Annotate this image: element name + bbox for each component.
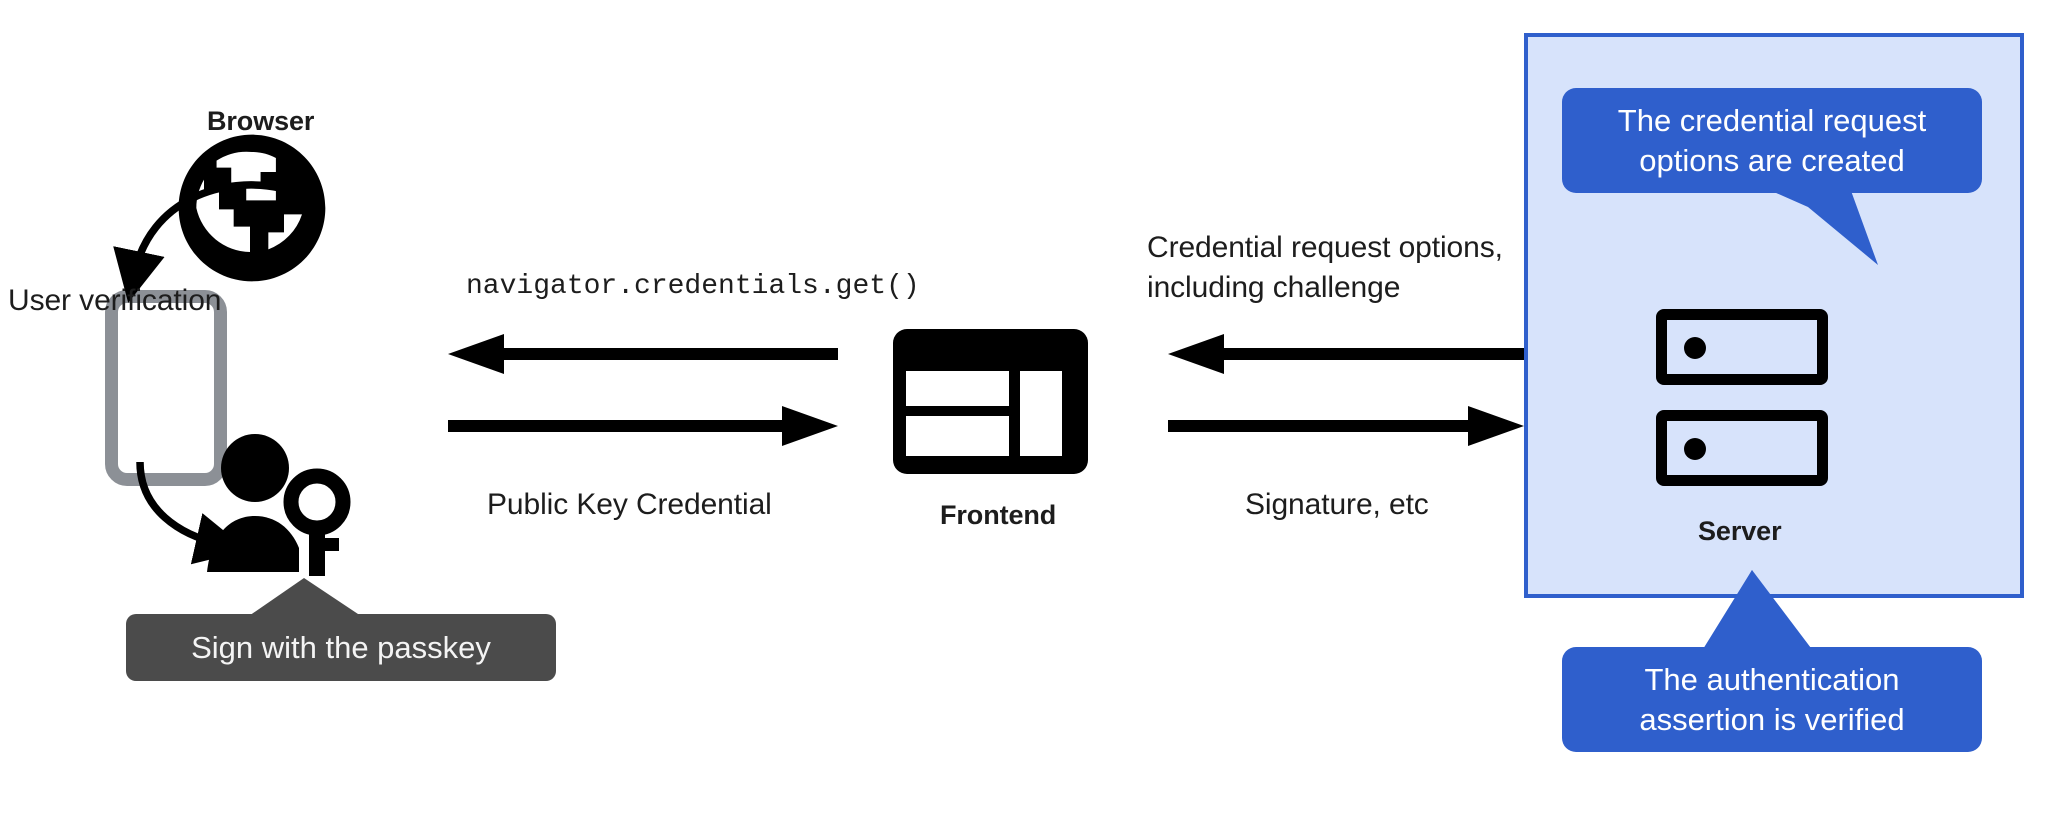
arrow-frontend-to-browser bbox=[448, 334, 838, 374]
person-with-key-icon bbox=[207, 434, 351, 576]
frontend-label: Frontend bbox=[940, 500, 1057, 530]
browser-to-phone-arrow bbox=[113, 181, 281, 303]
user-verification-label: User verification bbox=[8, 284, 222, 317]
browser-label: Browser bbox=[207, 106, 315, 136]
flow-label-navigator-credentials-get: navigator.credentials.get() bbox=[466, 271, 920, 302]
arrow-server-to-frontend bbox=[1168, 334, 1524, 374]
server-callout-bottom-text: The authentication assertion is verified bbox=[1639, 661, 1905, 737]
passkey-tooltip-tail bbox=[246, 578, 364, 618]
flow-label-public-key-credential: Public Key Credential bbox=[487, 488, 772, 521]
server-callout-top-text: The credential request options are creat… bbox=[1617, 102, 1927, 178]
arrow-browser-to-frontend bbox=[448, 406, 838, 446]
globe-icon bbox=[178, 134, 326, 282]
browser-window-layout-icon bbox=[893, 329, 1088, 474]
server-callout-top: The credential request options are creat… bbox=[1562, 88, 1982, 193]
phone-to-user-arrow bbox=[136, 461, 248, 565]
passkey-tooltip-text: Sign with the passkey bbox=[191, 629, 491, 665]
server-callout-bottom-tail bbox=[1700, 570, 1890, 660]
flow-label-signature-etc: Signature, etc bbox=[1245, 488, 1429, 521]
server-rack-bottom-led bbox=[1684, 438, 1706, 460]
arrow-frontend-to-server bbox=[1168, 406, 1524, 446]
server-label: Server bbox=[1698, 516, 1782, 546]
server-rack-top-led bbox=[1684, 337, 1706, 359]
server-rack-top bbox=[1656, 309, 1828, 385]
flow-label-credential-request-options: Credential request options, including ch… bbox=[1147, 231, 1503, 304]
phone-home-indicator bbox=[143, 455, 187, 464]
server-rack-bottom bbox=[1656, 410, 1828, 486]
server-callout-bottom: The authentication assertion is verified bbox=[1562, 647, 1982, 752]
passkey-tooltip: Sign with the passkey bbox=[126, 614, 556, 681]
